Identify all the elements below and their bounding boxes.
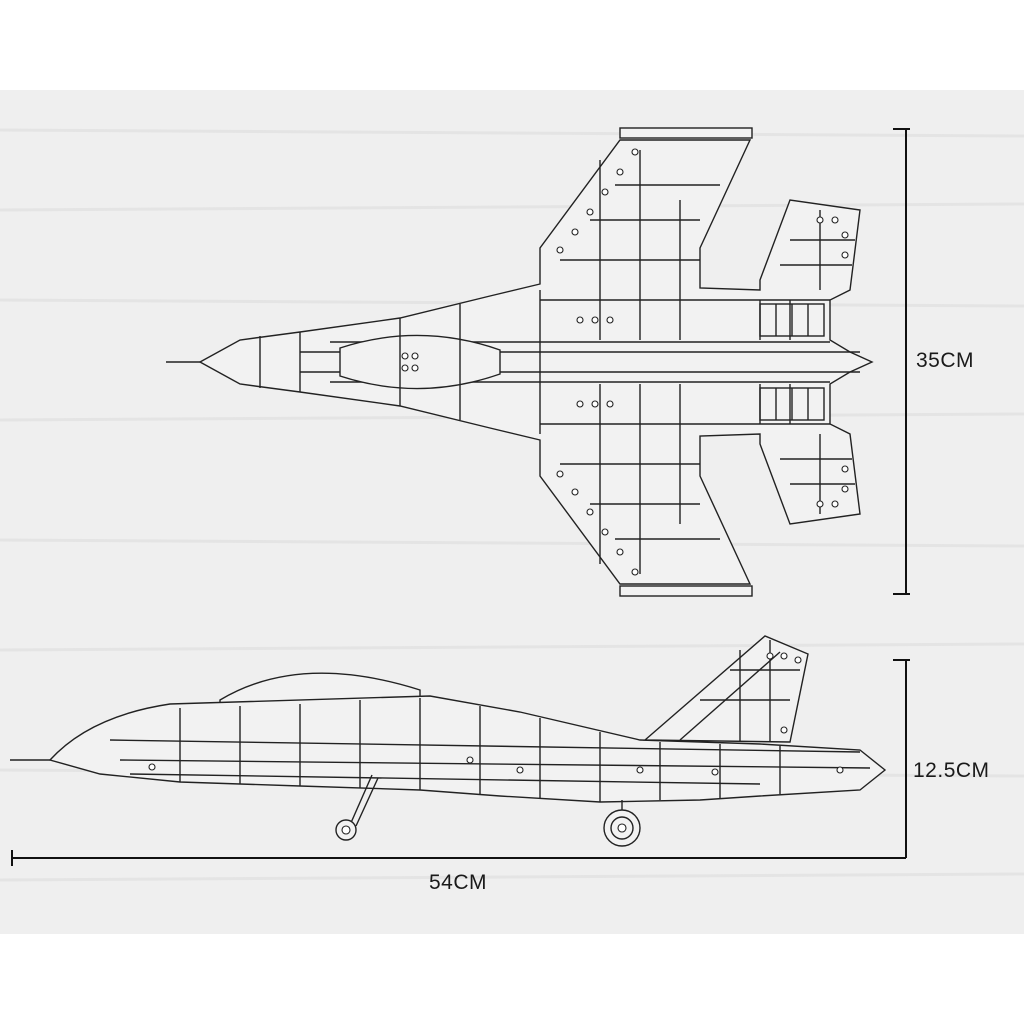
height-top-view-label: 35CM — [916, 349, 975, 372]
jet-side-view-icon — [10, 635, 887, 847]
length-label: 54CM — [429, 871, 488, 894]
dimension-line-side-height — [893, 659, 910, 858]
dimension-line-top-height — [893, 128, 910, 595]
dimension-line-length — [11, 850, 906, 866]
jet-top-view-icon — [166, 127, 874, 597]
height-side-view-label: 12.5CM — [913, 759, 990, 782]
